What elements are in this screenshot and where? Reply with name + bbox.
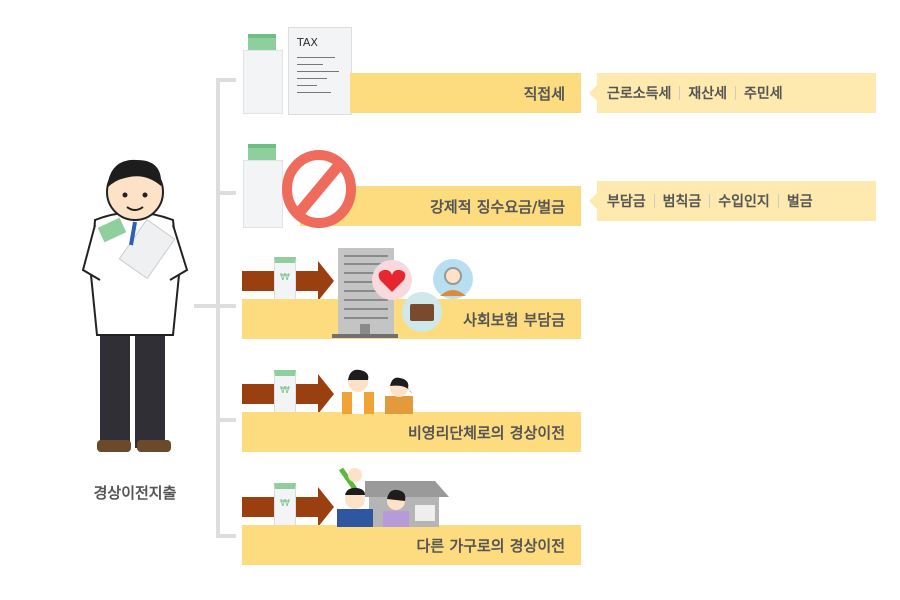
person-holding-money-illustration [81, 159, 189, 452]
category-nonprofit-transfer: 비영리단체로의 경상이전 [242, 412, 581, 452]
detail-fines: 부담금 범칙금 수입인지 벌금 [589, 181, 876, 221]
category-household-transfer: 다른 가구로의 경상이전 [242, 525, 581, 565]
detail-direct-tax: 근로소득세 재산세 주민세 [589, 73, 876, 113]
tax-document-icon: TAX [288, 27, 352, 115]
category-direct-tax: 직접세 [350, 73, 581, 113]
family-house-icon [337, 467, 449, 527]
building-insurance-icon [332, 248, 473, 338]
connector-person [194, 304, 218, 308]
envelope-icon [243, 160, 283, 228]
connector-3 [216, 304, 236, 308]
connector-1 [216, 78, 236, 82]
won-envelope-icon: ₩ [274, 370, 296, 413]
page-title: 경상이전지출 [93, 484, 177, 502]
connector-vertical [216, 78, 220, 538]
volunteers-icon [342, 369, 413, 414]
prohibited-icon [282, 150, 356, 228]
connector-2 [216, 191, 236, 195]
connector-4 [216, 418, 236, 422]
envelope-icon [243, 50, 283, 114]
connector-5 [216, 534, 236, 538]
won-envelope-icon: ₩ [274, 257, 296, 300]
won-envelope-icon: ₩ [274, 483, 296, 526]
